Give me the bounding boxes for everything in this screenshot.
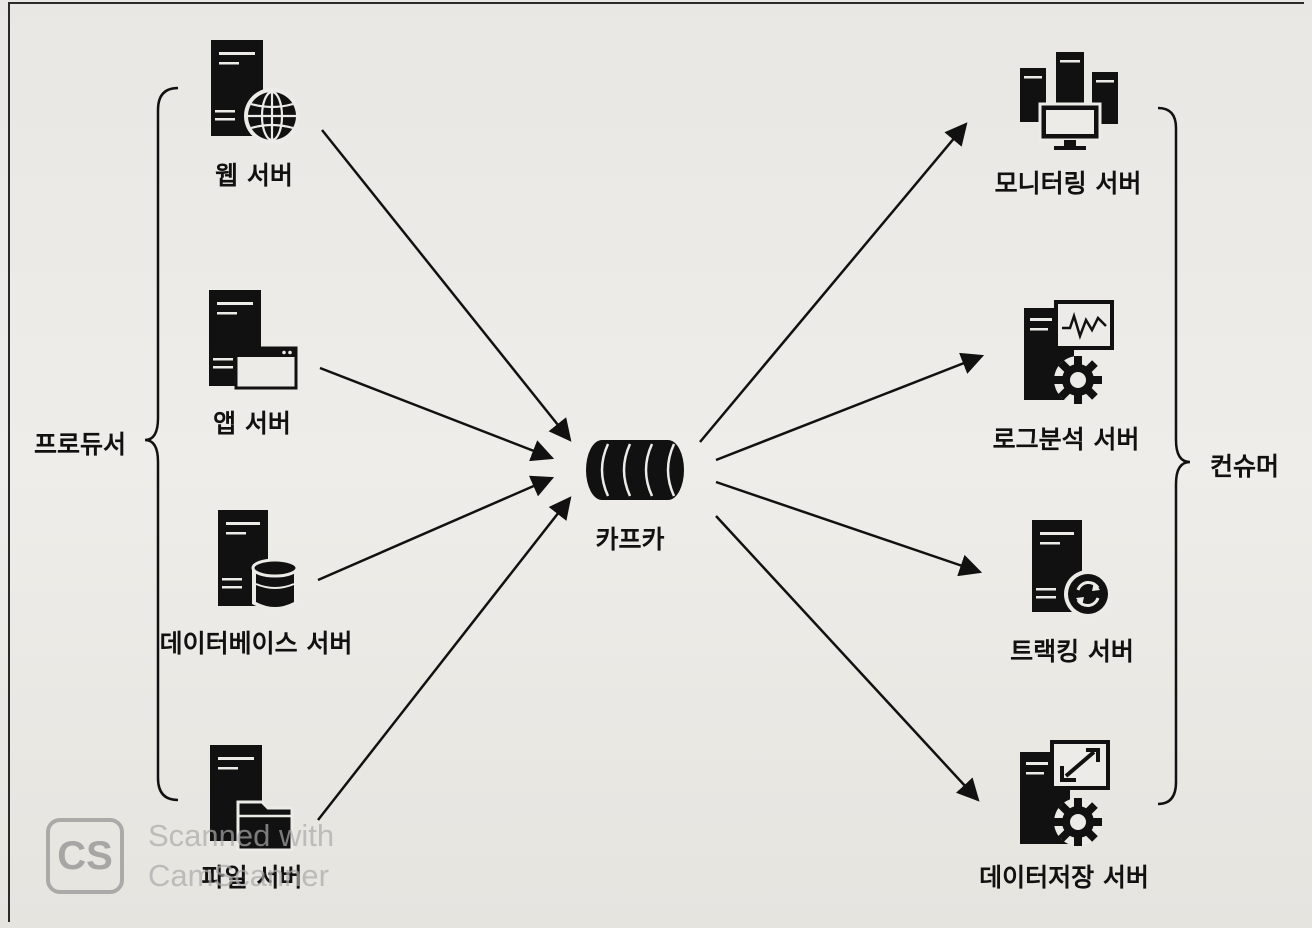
consumers-label: 컨슈머 (1210, 452, 1280, 481)
arrow-web-to-kafka (321, 129, 572, 442)
consumer-label-tracking-server: 트랙킹 서버 (1010, 637, 1134, 666)
producer-label-database-server: 데이터베이스 서버 (159, 629, 353, 658)
consumer-label-data-storage-server: 데이터저장 서버 (979, 863, 1149, 892)
page-frame (8, 2, 1304, 922)
arrow-kafka-to-log (715, 352, 985, 462)
producers-brace (144, 86, 179, 802)
web-server-icon (211, 40, 300, 144)
database-server-icon (218, 510, 299, 610)
arrow-file-to-kafka (317, 496, 572, 821)
consumer-label-monitoring-server: 모니터링 서버 (994, 169, 1142, 198)
kafka-label: 카프카 (595, 525, 665, 554)
camscanner-logo: CS (46, 818, 124, 894)
producer-label-file-server: 파일 서버 (201, 863, 303, 892)
arrow-app-to-kafka (319, 366, 555, 462)
consumer-label-log-analysis-server: 로그분석 서버 (992, 425, 1140, 454)
arrow-kafka-to-tracking (715, 480, 983, 577)
monitoring-server-icon (1020, 52, 1118, 150)
arrow-db-to-kafka (317, 475, 555, 582)
log-analysis-server-icon (1024, 300, 1114, 404)
data-storage-server-icon (1020, 740, 1110, 846)
kafka-cluster-icon (586, 440, 684, 500)
watermark-line-2: CamScanner (148, 858, 329, 893)
producers-label: 프로듀서 (34, 430, 127, 459)
watermark-line-1: Scanned with (148, 818, 335, 853)
producer-label-web-server: 웹 서버 (215, 161, 293, 190)
arrow-kafka-to-monitoring (699, 122, 968, 443)
arrow-kafka-to-storage (715, 515, 980, 802)
tracking-server-icon (1032, 520, 1112, 618)
app-server-icon (209, 290, 298, 390)
file-server-icon (210, 745, 294, 852)
producer-label-app-server: 앱 서버 (213, 409, 291, 438)
consumers-brace (1157, 106, 1191, 806)
